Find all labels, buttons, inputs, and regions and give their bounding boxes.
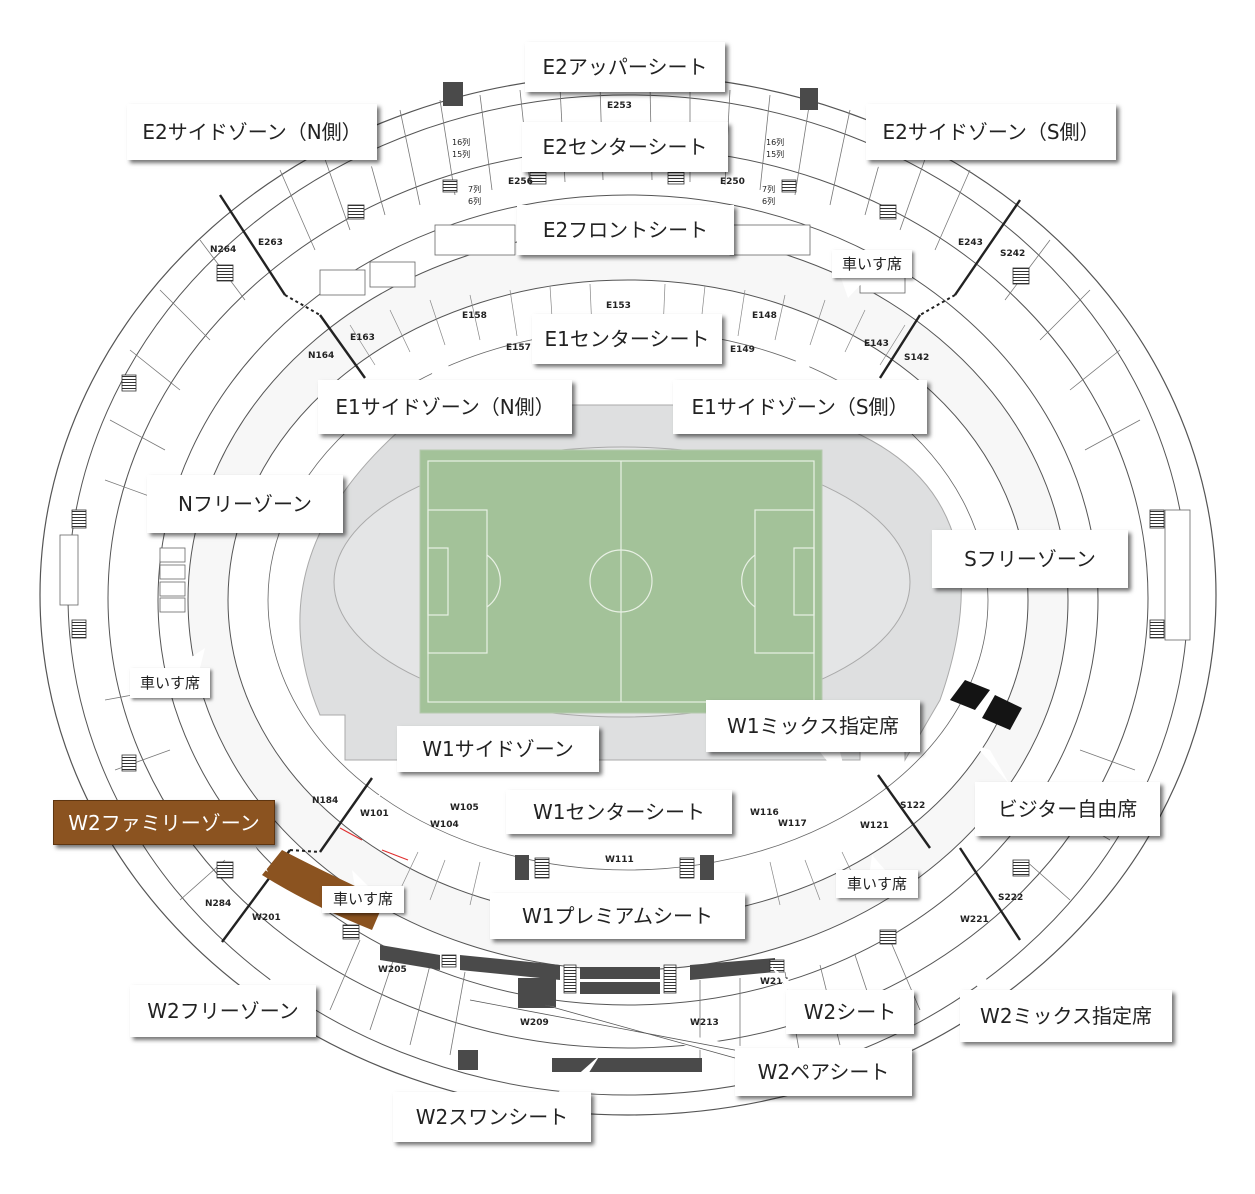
callout-pointer-lines bbox=[469, 999, 746, 1059]
section-label: W121 bbox=[860, 821, 889, 831]
section-label: W209 bbox=[520, 1018, 549, 1028]
side-structures bbox=[59, 224, 1191, 641]
section-label: W111 bbox=[605, 855, 634, 865]
section-label: W213 bbox=[690, 1018, 719, 1028]
zone-w1-mix-reserved[interactable]: W1ミックス指定席 bbox=[706, 700, 920, 752]
section-label: S222 bbox=[998, 893, 1023, 903]
section-label: S242 bbox=[1000, 249, 1025, 259]
section-label: S142 bbox=[904, 353, 929, 363]
zone-w1-premium-seat[interactable]: W1プレミアムシート bbox=[490, 893, 745, 939]
zone-e1-side-s[interactable]: E1サイドゾーン（S側） bbox=[673, 380, 927, 434]
zone-e1-side-n[interactable]: E1サイドゾーン（N側） bbox=[318, 380, 572, 434]
row-label: 6列 bbox=[762, 196, 775, 206]
zone-e1-center-seat[interactable]: E1センターシート bbox=[532, 314, 722, 364]
section-label: W105 bbox=[450, 803, 479, 813]
red-marks bbox=[339, 827, 409, 861]
zone-wheelchair-w1[interactable]: 車いす席 bbox=[322, 886, 404, 913]
section-label: E256 bbox=[508, 177, 533, 187]
section-label: E250 bbox=[720, 177, 745, 187]
zone-w2-seat[interactable]: W2シート bbox=[786, 990, 914, 1034]
section-label: E253 bbox=[607, 101, 632, 111]
zone-e2-upper-seat[interactable]: E2アッパーシート bbox=[525, 42, 725, 92]
section-label: E243 bbox=[958, 238, 983, 248]
section-label: E143 bbox=[864, 339, 889, 349]
section-label: E157 bbox=[506, 343, 531, 353]
section-label: W221 bbox=[960, 915, 989, 925]
zone-w1-side[interactable]: W1サイドゾーン bbox=[397, 726, 599, 772]
zone-wheelchair-w2[interactable]: 車いす席 bbox=[836, 870, 918, 898]
zone-wheelchair-north[interactable]: 車いす席 bbox=[130, 668, 210, 698]
row-label: 15列 bbox=[452, 149, 470, 159]
zone-w2-pair-seat[interactable]: W2ペアシート bbox=[735, 1048, 912, 1096]
row-label: 16列 bbox=[766, 137, 784, 147]
section-label: N184 bbox=[312, 796, 338, 806]
section-label: W104 bbox=[430, 820, 459, 830]
row-label: 16列 bbox=[452, 137, 470, 147]
row-label: 6列 bbox=[468, 196, 481, 206]
section-label: E149 bbox=[730, 345, 755, 355]
section-label: W215 bbox=[760, 977, 789, 987]
zone-s-free[interactable]: Sフリーゾーン bbox=[932, 530, 1128, 588]
section-label: W101 bbox=[360, 809, 389, 819]
zone-n-free[interactable]: Nフリーゾーン bbox=[147, 475, 343, 533]
row-label: 7列 bbox=[762, 184, 775, 194]
section-label: W116 bbox=[750, 808, 779, 818]
section-label: E263 bbox=[258, 238, 283, 248]
zone-e2-side-n[interactable]: E2サイドゾーン（N側） bbox=[127, 104, 377, 160]
section-label: E158 bbox=[462, 311, 487, 321]
section-label: N284 bbox=[205, 899, 231, 909]
zone-w2-free[interactable]: W2フリーゾーン bbox=[130, 985, 316, 1037]
section-label: W201 bbox=[252, 913, 281, 923]
zone-wheelchair-east[interactable]: 車いす席 bbox=[832, 250, 912, 278]
zone-w2-family[interactable]: W2ファミリーゾーン bbox=[53, 800, 275, 845]
zone-e2-center-seat[interactable]: E2センターシート bbox=[522, 122, 728, 172]
zone-visitor-free[interactable]: ビジター自由席 bbox=[975, 782, 1160, 836]
pitch-markings bbox=[427, 460, 815, 703]
zone-w2-mix-reserved[interactable]: W2ミックス指定席 bbox=[960, 990, 1172, 1042]
stairs bbox=[71, 171, 1165, 994]
section-label: N264 bbox=[210, 245, 236, 255]
section-label: W205 bbox=[378, 965, 407, 975]
dotted-boundaries bbox=[284, 294, 956, 853]
row-label: 7列 bbox=[468, 184, 481, 194]
callout-pointers bbox=[175, 160, 1010, 1095]
section-label: E153 bbox=[606, 301, 631, 311]
section-label: E148 bbox=[752, 311, 777, 321]
section-label: N164 bbox=[308, 351, 334, 361]
section-label: S122 bbox=[900, 801, 925, 811]
zone-e2-side-s[interactable]: E2サイドゾーン（S側） bbox=[866, 104, 1116, 160]
row-label: 15列 bbox=[766, 149, 784, 159]
zone-w1-center-seat[interactable]: W1センターシート bbox=[506, 790, 732, 834]
zone-w2-swan-seat[interactable]: W2スワンシート bbox=[393, 1092, 591, 1142]
section-label: W117 bbox=[778, 819, 807, 829]
section-label: E163 bbox=[350, 333, 375, 343]
zone-e2-front-seat[interactable]: E2フロントシート bbox=[517, 205, 734, 255]
